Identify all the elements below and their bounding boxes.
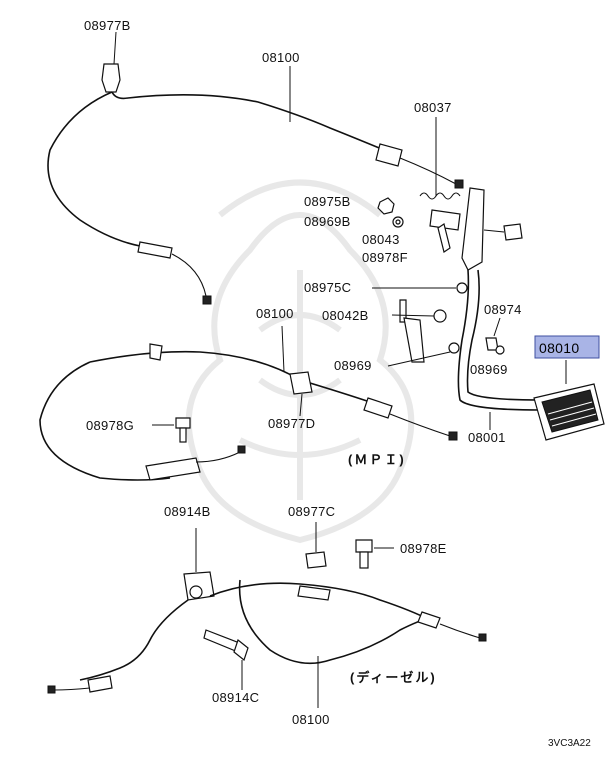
label-08969-right: 08969 bbox=[470, 362, 508, 377]
clip-08977C bbox=[305, 551, 327, 569]
pedal-arm-upper bbox=[461, 187, 485, 271]
diagram-code: 3VC3A22 bbox=[548, 738, 591, 749]
label-08974: 08974 bbox=[484, 302, 522, 317]
label-08043: 08043 bbox=[362, 232, 400, 247]
label-08914C: 08914C bbox=[212, 690, 259, 705]
label-08042B: 08042B bbox=[322, 308, 369, 323]
cable-adjuster-mpi bbox=[363, 397, 393, 419]
pedal-pad-08010 bbox=[533, 383, 605, 441]
top-accelerator-cable bbox=[47, 31, 464, 305]
diesel-accelerator-cable bbox=[47, 522, 487, 708]
label-08010[interactable]: 08010 bbox=[539, 340, 579, 356]
cable-adjuster-top-right bbox=[375, 143, 403, 167]
note-mpi: (ＭＰＩ) bbox=[348, 452, 406, 467]
cable-end-left bbox=[202, 295, 212, 305]
cable-adjuster-diesel bbox=[417, 611, 441, 629]
bracket-08043 bbox=[429, 209, 461, 231]
return-spring-08037 bbox=[419, 192, 461, 200]
cable-bracket-mpi bbox=[145, 457, 201, 481]
label-08977C: 08977C bbox=[288, 504, 335, 519]
nut-08975B bbox=[377, 197, 395, 215]
label-08100-bottom: 08100 bbox=[292, 712, 330, 727]
nut-08975C bbox=[456, 282, 468, 294]
highlight-box-08010 bbox=[534, 335, 600, 359]
label-08978F: 08978F bbox=[362, 250, 408, 265]
label-08977D: 08977D bbox=[268, 416, 315, 431]
label-08037: 08037 bbox=[414, 100, 452, 115]
label-08969B: 08969B bbox=[304, 214, 351, 229]
label-08914B: 08914B bbox=[164, 504, 211, 519]
washer-08969-right bbox=[495, 345, 505, 355]
label-08978E: 08978E bbox=[400, 541, 447, 556]
clip-08977D bbox=[289, 371, 313, 395]
pedal-linkage bbox=[372, 117, 605, 441]
cable-clip-08977B bbox=[101, 63, 121, 93]
label-08100-mid: 08100 bbox=[256, 306, 294, 321]
note-diesel: (ディーゼル) bbox=[350, 670, 437, 685]
label-08100-top: 08100 bbox=[262, 50, 300, 65]
mpi-accelerator-cable bbox=[39, 325, 458, 481]
bolt-08978G bbox=[175, 417, 191, 429]
cable-adjuster-top-left bbox=[137, 241, 173, 259]
label-08969-left: 08969 bbox=[334, 358, 372, 373]
bolt-08978E bbox=[355, 539, 373, 553]
label-08977B: 08977B bbox=[84, 18, 131, 33]
washer-08969-left bbox=[448, 342, 460, 354]
label-08975B: 08975B bbox=[304, 194, 351, 209]
label-08975C: 08975C bbox=[304, 280, 351, 295]
label-08978G: 08978G bbox=[86, 418, 134, 433]
label-08001: 08001 bbox=[468, 430, 506, 445]
pedal-switch-connector bbox=[503, 223, 523, 241]
